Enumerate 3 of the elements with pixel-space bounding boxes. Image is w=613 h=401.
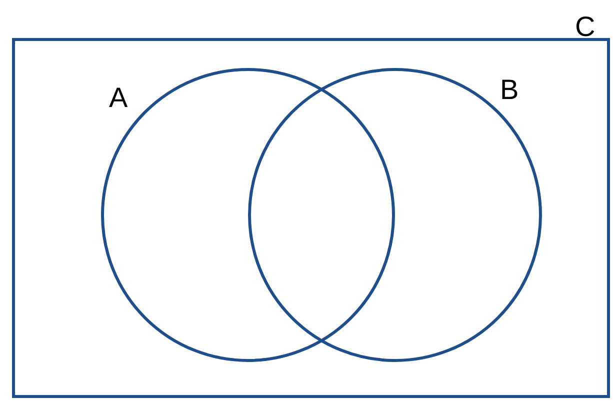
set-label: C [575, 13, 596, 41]
set-label: B [500, 76, 519, 104]
set-label: A [109, 84, 128, 112]
